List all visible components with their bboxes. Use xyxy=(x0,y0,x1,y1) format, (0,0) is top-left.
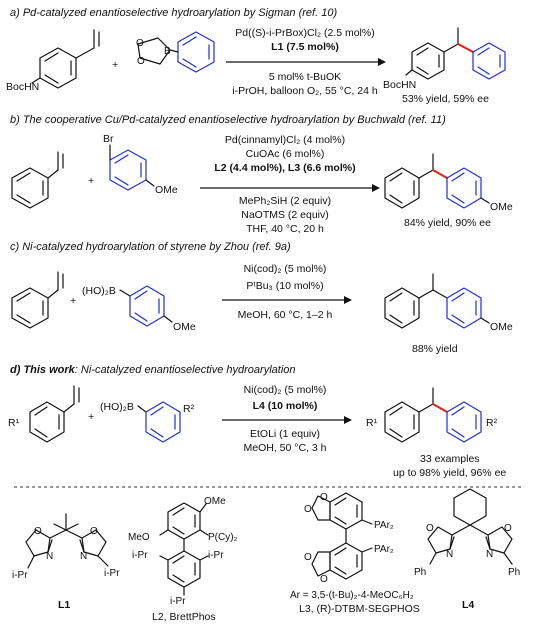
section-d-title-rest: : Ni-catalyzed enantioselective hydroary… xyxy=(75,364,296,376)
ligand-l3-o1: O xyxy=(320,492,328,503)
ligand-l4-ph-left: Ph xyxy=(414,567,426,578)
section-a-product xyxy=(405,27,506,80)
section-c-product xyxy=(384,273,490,329)
section-b-cond-6: THF, 40 °C, 20 h xyxy=(246,223,324,235)
section-d-cond-3: EtOLi (1 equiv) xyxy=(250,428,320,440)
section-b-bromoanisole xyxy=(109,144,155,191)
section-b-cond-5: NaOTMS (2 equiv) xyxy=(241,209,329,221)
section-c-cond-1: Ni(cod)₂ (5 mol%) xyxy=(244,263,327,275)
section-d-product xyxy=(384,387,482,443)
section-b-cond-4: MePh₂SiH (2 equiv) xyxy=(239,195,331,207)
section-d-result-1: 33 examples xyxy=(420,453,480,465)
ligand-l1-n-left: N xyxy=(46,551,53,562)
section-b-styrene xyxy=(11,151,64,209)
section-c-styrene xyxy=(11,271,64,329)
ligand-l1-o-right: O xyxy=(90,526,98,537)
section-b-cond-1: Pd(cinnamyl)Cl₂ (4 mol%) xyxy=(225,134,345,146)
section-c-boronic: (HO)₂B xyxy=(82,285,116,297)
section-a-plus: + xyxy=(112,59,118,71)
section-c-anisyl xyxy=(119,285,173,327)
ligand-l2-structure xyxy=(159,502,209,596)
ligand-l4-o-right: O xyxy=(504,523,512,534)
section-d-boronic: (HO)₂B xyxy=(100,401,134,413)
section-d-title: d) This work: Ni-catalyzed enantioselect… xyxy=(10,364,296,376)
section-b-plus: + xyxy=(88,175,94,187)
section-c-title: c) Ni-catalyzed hydroarylation of styren… xyxy=(10,241,291,253)
section-b-product-ome: OMe xyxy=(490,201,513,213)
ligand-l3-o4: O xyxy=(320,574,328,585)
section-a-o1: O xyxy=(136,38,144,49)
section-b-product xyxy=(384,153,490,209)
ligand-l2-ipr-left: i-Pr xyxy=(132,550,148,561)
section-a-result: 53% yield, 59% ee xyxy=(402,93,489,105)
ligand-l4-o-left: O xyxy=(426,523,434,534)
section-d-styrene xyxy=(29,385,80,443)
section-d-r2: R² xyxy=(183,403,195,415)
ligand-l1-ipr-right: i-Pr xyxy=(104,568,120,579)
section-d-title-bold: d) This work xyxy=(10,364,76,376)
ligand-l1-ipr-left: i-Pr xyxy=(12,570,28,581)
section-d-cond-1: Ni(cod)₂ (5 mol%) xyxy=(244,384,327,396)
ligand-l2-ipr-right: i-Pr xyxy=(208,550,224,561)
ligand-l2-meo: MeO xyxy=(128,532,150,543)
ligand-l4-structure xyxy=(427,488,513,565)
ligand-l2-label: L2, BrettPhos xyxy=(152,611,216,623)
section-d-arrowhead xyxy=(344,416,352,424)
section-a-boronate xyxy=(137,31,215,73)
section-b-cond-3: L2 (4.4 mol%), L3 (6.6 mol%) xyxy=(214,162,355,174)
section-d-cond-2: L4 (10 mol%) xyxy=(253,400,318,412)
section-b-title: b) The cooperative Cu/Pd-catalyzed enant… xyxy=(10,114,446,126)
ligand-l4-n-right: N xyxy=(486,549,493,560)
section-c-result: 88% yield xyxy=(412,343,458,355)
section-a-product-bochn: BocHN xyxy=(383,79,416,91)
ligand-l3-label: L3, (R)-DTBM-SEGPHOS xyxy=(299,603,420,615)
section-a-cond-2: L1 (7.5 mol%) xyxy=(271,41,339,53)
ligand-l1-label: L1 xyxy=(58,599,70,611)
section-a-o2: O xyxy=(137,56,145,67)
section-b-br: Br xyxy=(103,133,114,145)
section-d-product-r2: R² xyxy=(486,417,498,429)
section-a-cond-1: Pd((S)-i-PrBox)Cl₂ (2.5 mol%) xyxy=(235,27,374,39)
ligand-l2-p: P(Cy)₂ xyxy=(208,532,238,543)
ligand-l3-par-2: PAr₂ xyxy=(374,544,394,555)
section-c-plus: + xyxy=(70,295,76,307)
section-d-result-2: up to 98% yield, 96% ee xyxy=(393,467,506,479)
ligand-l2-ome: OMe xyxy=(204,496,226,507)
section-a-boron: B xyxy=(164,46,171,57)
section-a-styrene xyxy=(31,29,100,89)
ligand-l2-ipr-bottom: i-Pr xyxy=(170,596,186,607)
section-c-ome: OMe xyxy=(173,321,196,333)
section-a-title: a) Pd-catalyzed enantioselective hydroar… xyxy=(10,7,337,19)
section-b-arrowhead xyxy=(372,184,380,192)
section-b-result: 84% yield, 90% ee xyxy=(404,217,491,229)
section-d-plus: + xyxy=(88,411,94,423)
ligand-l1-n-right: N xyxy=(80,551,87,562)
ligand-l3-o2: O xyxy=(304,504,312,515)
section-b-ome: OMe xyxy=(155,184,178,196)
ligand-l1-structure xyxy=(25,513,109,569)
section-c-product-ome: OMe xyxy=(490,321,513,333)
section-c-cond-3: MeOH, 60 °C, 1–2 h xyxy=(238,309,333,321)
ligand-l4-n-left: N xyxy=(446,549,453,560)
section-d-aryl xyxy=(137,401,181,443)
section-b-cond-2: CuOAc (6 mol%) xyxy=(246,148,325,160)
section-d-product-r1: R¹ xyxy=(366,417,378,429)
section-a-bochn: BocHN xyxy=(6,81,39,93)
section-a-arrowhead xyxy=(378,58,386,66)
section-d-cond-4: MeOH, 50 °C, 3 h xyxy=(244,442,327,454)
section-c-arrowhead xyxy=(344,296,352,304)
section-c-cond-2: PᵗBu₃ (10 mol%) xyxy=(246,280,323,292)
ligand-l4-ph-right: Ph xyxy=(508,567,520,578)
ligand-l3-ar-def: Ar = 3,5-(t-Bu)₂-4-MeOC₆H₂ xyxy=(290,590,414,601)
ligand-l3-par-1: PAr₂ xyxy=(374,520,394,531)
section-a-cond-3: 5 mol% t-BuOK xyxy=(269,71,341,83)
section-d-r1: R¹ xyxy=(8,417,20,429)
ligand-l3-structure xyxy=(311,492,373,580)
ligand-l4-label: L4 xyxy=(462,599,474,611)
section-a-cond-4: i-PrOH, balloon O₂, 55 °C, 24 h xyxy=(232,85,378,97)
ligand-l3-o3: O xyxy=(304,552,312,563)
ligand-l1-o-left: O xyxy=(34,526,42,537)
